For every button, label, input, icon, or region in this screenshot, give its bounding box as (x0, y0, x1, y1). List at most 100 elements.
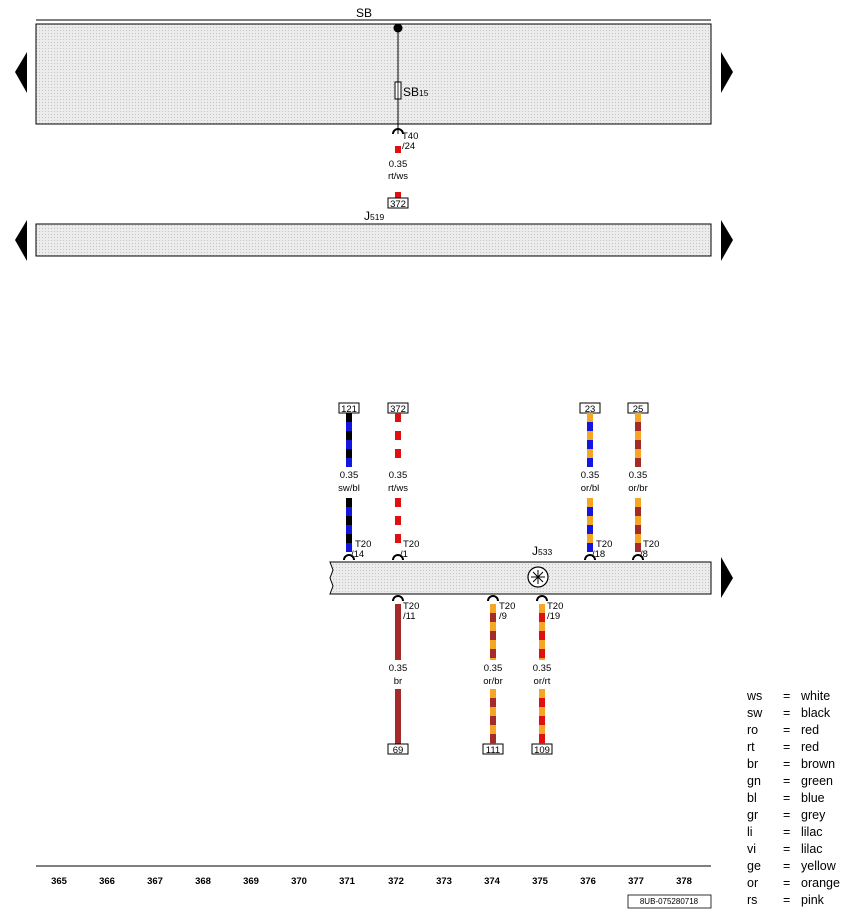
ref-box[interactable] (531, 743, 553, 755)
module-j533-label: J533 (532, 544, 552, 558)
ref-number[interactable]: 372 (390, 199, 406, 210)
ref-box[interactable] (482, 743, 504, 755)
legend-equals: = (783, 757, 791, 771)
column-number: 369 (243, 876, 259, 887)
wire-stripe (587, 534, 593, 543)
ref-number[interactable]: 121 (341, 404, 357, 415)
legend-row: gr=grey (747, 807, 840, 824)
legend-code: gn (747, 774, 761, 788)
ref-box[interactable] (387, 197, 409, 209)
wire-stripe (587, 498, 593, 507)
wire-stripe (539, 734, 545, 743)
column-numbers: 365 366 367 368 369 370 371 372 373 374 … (51, 876, 692, 887)
wire-stripe (539, 689, 545, 698)
wire-gauge: 0.35 (389, 159, 408, 170)
legend-code: vi (747, 842, 757, 856)
wire-stripe (587, 449, 593, 458)
connector-label: T20 (643, 539, 659, 550)
legend-row: vi=lilac (747, 841, 840, 858)
ref-number[interactable]: 109 (534, 745, 550, 756)
wire-stripe (490, 698, 496, 707)
ref-number[interactable]: 69 (393, 745, 404, 756)
wire-stripe (635, 458, 641, 467)
ref-box[interactable] (387, 743, 409, 755)
wire-stripe (395, 422, 401, 431)
wire-stripe (490, 707, 496, 716)
connector-label: T20 (355, 539, 371, 550)
wire-stripe (539, 640, 545, 649)
wire-stripe (395, 516, 401, 525)
wire-stripe (395, 631, 401, 640)
wire-stripe (539, 716, 545, 725)
wire-stripe (395, 507, 401, 516)
wire-stripe (346, 440, 352, 449)
wire-gauge: 0.35 (581, 470, 600, 481)
legend-equals: = (783, 723, 791, 737)
right-page-arrow-icon[interactable] (721, 52, 733, 93)
wire-gauge: 0.35 (629, 470, 648, 481)
color-legend: ws=white sw=black ro=red rt=red br=brown… (747, 688, 840, 909)
fuse-sb15-label: SB15 (403, 85, 429, 99)
legend-code: sw (747, 706, 763, 720)
legend-row: bl=blue (747, 790, 840, 807)
legend-equals: = (783, 893, 791, 907)
legend-code: bl (747, 791, 757, 805)
wire-stripe (346, 449, 352, 458)
wire-stripe (395, 622, 401, 631)
wire-stripe (490, 631, 496, 640)
legend-equals: = (783, 706, 791, 720)
legend-code: br (747, 757, 759, 771)
wire-stripe (587, 516, 593, 525)
wire-stripe (395, 725, 401, 734)
legend-code: ws (747, 689, 763, 703)
wire-stripe (490, 613, 496, 622)
document-id: 8UB-075280718 (640, 897, 699, 906)
wire-stripe (346, 516, 352, 525)
wire-stripe (635, 543, 641, 552)
wire-stripe (490, 658, 496, 660)
wire-color-code: or/bl (581, 483, 599, 494)
wire-segment (635, 413, 641, 552)
wire-stripe (635, 431, 641, 440)
legend-code: rt (747, 740, 755, 754)
legend-color-name: brown (801, 757, 836, 771)
wire-stripe (395, 440, 401, 449)
wire-stripe (395, 498, 401, 507)
legend-equals: = (783, 774, 791, 788)
wire-stripe (395, 413, 401, 422)
wire-stripe (587, 458, 593, 467)
legend-color-name: lilac (801, 825, 823, 839)
pin-label: /8 (640, 549, 648, 560)
wire-stripe (587, 507, 593, 516)
wire-color-code: br (394, 676, 402, 687)
wire-stripe (490, 725, 496, 734)
ref-number[interactable]: 23 (585, 404, 596, 415)
column-number: 367 (147, 876, 163, 887)
wire-stripe (346, 498, 352, 507)
legend-code: li (747, 825, 753, 839)
ref-number[interactable]: 372 (390, 404, 406, 415)
wire-stripe (346, 525, 352, 534)
left-page-arrow-icon[interactable] (15, 220, 27, 261)
left-page-arrow-icon[interactable] (15, 52, 27, 93)
wire-stripe (539, 613, 545, 622)
wire-stripe (395, 449, 401, 458)
column-number: 373 (436, 876, 452, 887)
wire-gauge: 0.35 (389, 470, 408, 481)
pin-label: /14 (351, 549, 364, 560)
wire-stripe (346, 422, 352, 431)
legend-row: rt=red (747, 739, 840, 756)
wire-stripe (395, 698, 401, 707)
legend-row: gn=green (747, 773, 840, 790)
wire-stripe (395, 604, 401, 613)
wire-stripe (635, 449, 641, 458)
right-page-arrow-icon[interactable] (721, 220, 733, 261)
ref-number[interactable]: 111 (486, 745, 500, 756)
ref-number[interactable]: 25 (633, 404, 644, 415)
wire-stripe (346, 458, 352, 467)
legend-code: rs (747, 893, 758, 907)
wire-color-code: rt/ws (388, 483, 408, 494)
right-page-arrow-icon[interactable] (721, 557, 733, 598)
wire-stripe (539, 658, 545, 660)
